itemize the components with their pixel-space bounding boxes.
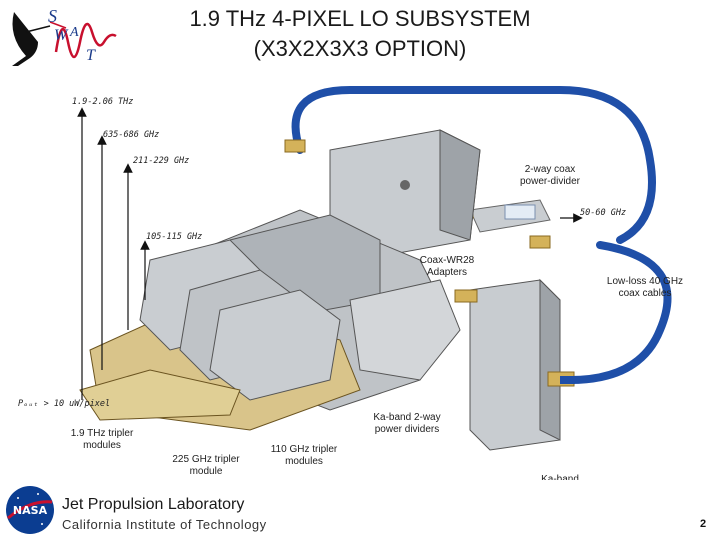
nasa-text: NASA (13, 504, 48, 517)
lower-amplifier-block (454, 278, 575, 451)
title-line-2: (X3X2X3X3 OPTION) (253, 36, 467, 61)
footer (0, 480, 720, 540)
footer-org: Jet Propulsion Laboratory (62, 496, 245, 513)
gold-tripler-stack (79, 239, 361, 431)
power-label: Pₒᵤₜ > 10 uW/pixel (18, 399, 111, 409)
freq-label-2: 635-686 GHz (103, 130, 160, 140)
label-triplers-110: 110 GHz tripler modules (270, 444, 338, 467)
svg-text:T: T (86, 47, 96, 64)
svg-text:W: W (54, 27, 69, 44)
freq-label-5: 50-60 GHz (580, 208, 627, 218)
footer-institution: California Institute of Technology (62, 517, 267, 532)
swat-logo: S W A T (4, 2, 124, 70)
nasa-logo: NASA (4, 484, 56, 536)
label-coax-cables: Low-loss 40 GHz coax cables (606, 276, 684, 299)
coax-cable-top (291, 86, 656, 244)
svg-text:S: S (48, 6, 57, 26)
label-coax-adapters: Coax-WR28 Adapters (419, 255, 475, 278)
label-power-divider: 2-way coax power-divider (519, 164, 581, 187)
label-ka-dividers: Ka-band 2-way power dividers (373, 412, 441, 435)
coax-cable-bottom (566, 241, 672, 384)
label-triplers-19: 1.9 THz tripler modules (70, 428, 134, 451)
page-number: 2 (700, 518, 707, 530)
svg-text:A: A (69, 25, 79, 40)
title-line-1: 1.9 THz 4-PIXEL LO SUBSYSTEM (189, 6, 531, 31)
label-triplers-225: 225 GHz tripler module (172, 454, 240, 477)
freq-label-3: 211-229 GHz (133, 156, 190, 166)
freq-label-1: 1.9-2.06 THz (72, 97, 134, 107)
upper-amplifier-block (284, 129, 481, 261)
freq-label-4: 105-115 GHz (146, 232, 203, 242)
